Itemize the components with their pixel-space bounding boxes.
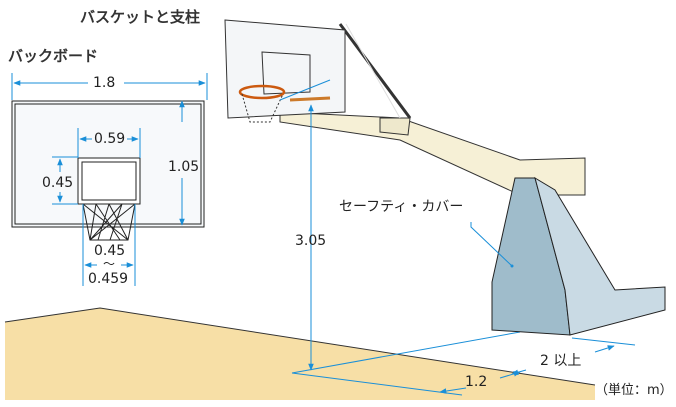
arm-joint xyxy=(379,117,411,136)
net-drawing xyxy=(82,203,136,241)
rim-min-label: 0.45 xyxy=(94,243,126,259)
backboard-height-label: 1.05 xyxy=(168,159,200,175)
support-arm xyxy=(279,111,586,196)
front-clearance-label: 1.2 xyxy=(465,374,488,390)
safety-cover-label: セーフティ・カバー xyxy=(339,199,464,215)
floor-dimension-lines xyxy=(291,331,636,396)
rim-max-label: 0.459 xyxy=(88,271,129,287)
unit-note: （単位：m） xyxy=(595,383,673,398)
floor xyxy=(5,308,595,400)
backboard-dimension-lines xyxy=(11,73,208,286)
backboard-width-label: 1.8 xyxy=(93,75,116,91)
backboard-photo xyxy=(224,19,346,119)
backboard-title: バックボード xyxy=(8,47,99,65)
rim-height-label: 3.05 xyxy=(295,233,327,249)
rim-photo xyxy=(238,84,286,100)
inner-height-label: 0.45 xyxy=(42,175,74,191)
side-clearance-label: 2 以上 xyxy=(540,353,582,369)
hoop-support-title: バスケットと支柱 xyxy=(80,8,201,26)
rim-tilde: 〜 xyxy=(103,257,116,271)
inner-width-label: 0.59 xyxy=(94,131,126,147)
